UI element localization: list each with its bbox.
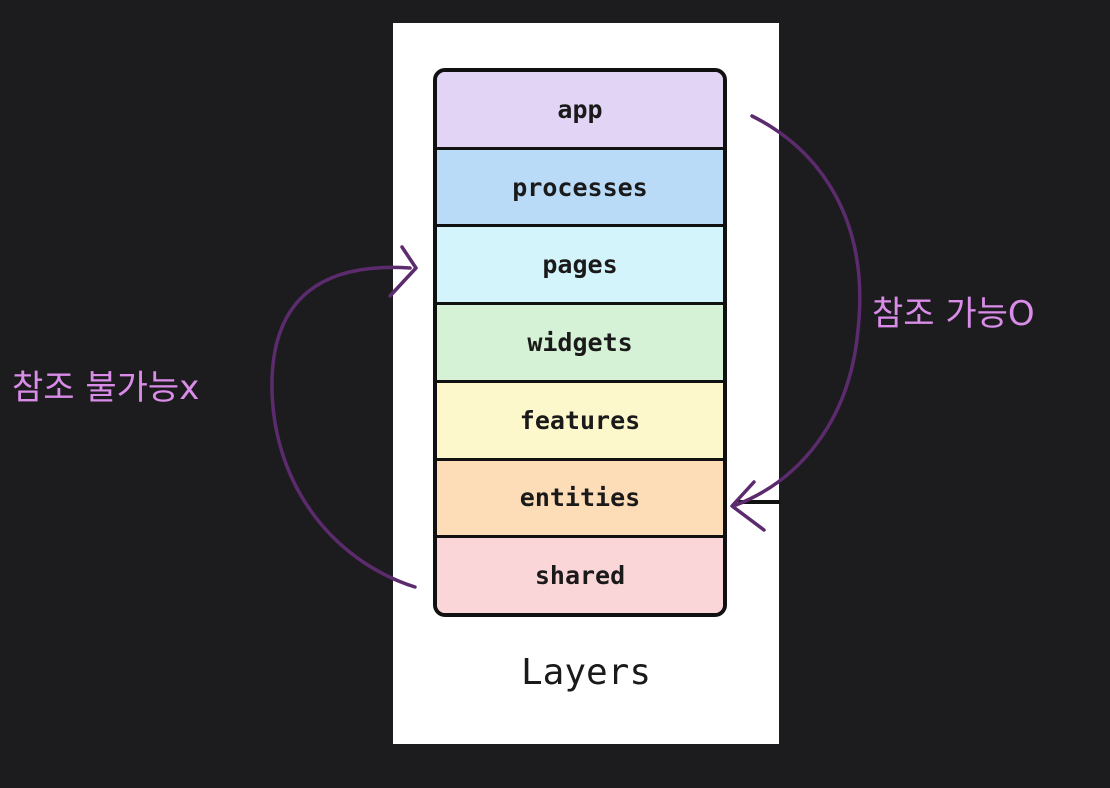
- not-allowed-reference-label: 참조 불가능x: [12, 368, 200, 408]
- layer-widgets: widgets: [437, 305, 723, 383]
- diagram-caption: Layers: [520, 652, 652, 693]
- layer-entities: entities: [437, 460, 723, 539]
- layer-stack: app processes pages widgets features ent…: [433, 68, 727, 617]
- layer-shared: shared: [437, 538, 723, 613]
- layer-app: app: [437, 72, 723, 150]
- connector-line: [738, 500, 780, 504]
- layer-pages: pages: [437, 227, 723, 306]
- layer-processes: processes: [437, 149, 723, 228]
- layer-features: features: [437, 382, 723, 461]
- allowed-reference-label: 참조 가능O: [872, 294, 1035, 334]
